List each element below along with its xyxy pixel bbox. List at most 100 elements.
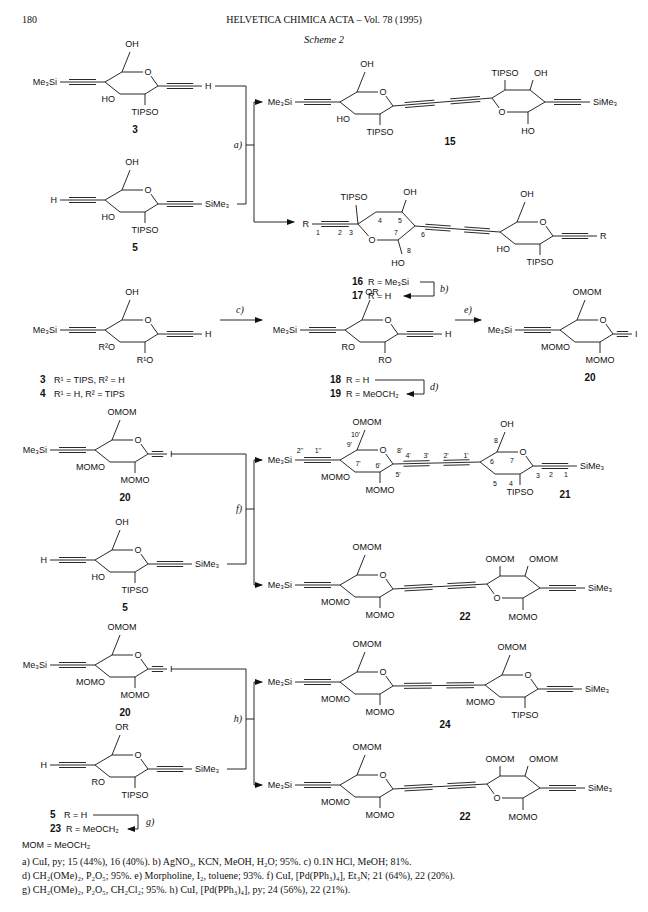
bond-line [606,324,613,334]
bond-line [447,582,475,584]
bond-line [95,665,110,677]
reaction-arrow [254,460,262,461]
atom-number: 5' [395,471,400,478]
bond-line [152,456,163,457]
formula-label: Me₃Si [268,678,292,687]
bond-line [523,598,524,610]
bond-line [135,564,148,572]
bond-line [295,785,340,786]
bond-line [480,452,497,462]
bond-line [549,790,576,791]
formula-label: O [144,68,151,77]
bond-line [304,684,331,685]
bond-line [304,787,331,788]
formula-label: O [368,236,375,245]
formula-label: TIPSO [511,711,538,720]
bond-line [577,300,585,320]
bond-line [50,450,95,451]
reaction-bracket [215,86,246,204]
formula-label: MOM = MeOCH₂ [22,841,90,850]
bond-line [157,771,183,772]
bond-line [69,327,96,328]
bond-line [304,99,331,100]
bond-line [158,86,202,87]
bond-line [560,320,577,330]
formula-label: O [524,671,531,680]
formula-label: H [205,82,212,91]
bond-line [135,669,148,677]
bond-line [105,320,122,330]
formula-label: MOMO [76,678,105,687]
bond-line [295,585,340,586]
bond-line [505,80,506,90]
bond-line [404,683,432,684]
bond-line [500,576,525,577]
bond-line [340,672,357,682]
bond-line [362,300,370,320]
reaction-arrow [254,102,262,103]
reaction-bracket [254,460,255,585]
formula-label: O [384,316,391,325]
bond-line [148,564,192,565]
formula-label: OH [125,158,139,167]
bond-line [60,200,105,201]
bond-line [393,784,487,789]
bond-line [525,697,526,708]
running-header: HELVETICA CHIMICA ACTA – Vol. 78 (1995) [226,15,421,25]
formula-label: OMOM [573,288,602,297]
bond-line [112,755,133,756]
bond-line [500,566,501,576]
bond-line [145,212,146,223]
atom-number: 3 [349,229,353,236]
footnote: a) CuI, py; 15 (44%), 16 (40%). b) AgNO₃… [22,857,411,867]
bond-line [380,464,393,472]
bond-line [517,202,525,222]
bond-line [530,90,545,102]
bond-line [393,462,480,464]
bond-line [340,575,357,585]
bond-line [321,226,349,227]
formula-label: O [498,108,505,117]
bond-line [157,561,183,562]
formula-label: HO [337,115,351,124]
bond-line [105,330,120,342]
bond-line [158,334,202,335]
bond-line [105,82,120,94]
formula-label: OMOM [108,408,137,417]
formula-label: OH [534,69,548,78]
compound-number: 21 [559,490,570,500]
formula-label: O [379,771,386,780]
bond-line [562,238,588,239]
formula-label: Me₃Si [273,326,297,335]
formula-label: RO [378,356,392,365]
bond-line [386,779,393,789]
bond-line [135,454,148,462]
bond-line [524,332,551,333]
formula-label: Me₃Si [33,326,57,335]
bond-line [492,98,499,108]
bond-line [497,452,518,453]
compound-number: 3 [132,125,138,135]
compound-number: 5 [132,243,138,253]
formula-label: HO [92,573,106,582]
formula-label: H [41,556,48,565]
bond-line [380,106,393,114]
reaction-bracket [246,509,254,510]
bond-line [500,776,525,777]
bond-line [69,84,96,85]
bond-line [464,232,490,234]
bond-line [404,789,432,791]
bond-line [357,652,365,672]
bond-line [425,229,451,231]
compound-number: 20 [119,708,130,718]
bond-line [403,465,429,467]
bond-line [151,194,158,204]
bond-line [148,454,167,455]
atom-number: 3' [423,452,428,459]
bond-line [495,474,520,475]
bond-line [446,687,474,688]
bond-line [110,677,135,678]
bond-line [304,679,331,680]
bond-line [135,572,136,583]
